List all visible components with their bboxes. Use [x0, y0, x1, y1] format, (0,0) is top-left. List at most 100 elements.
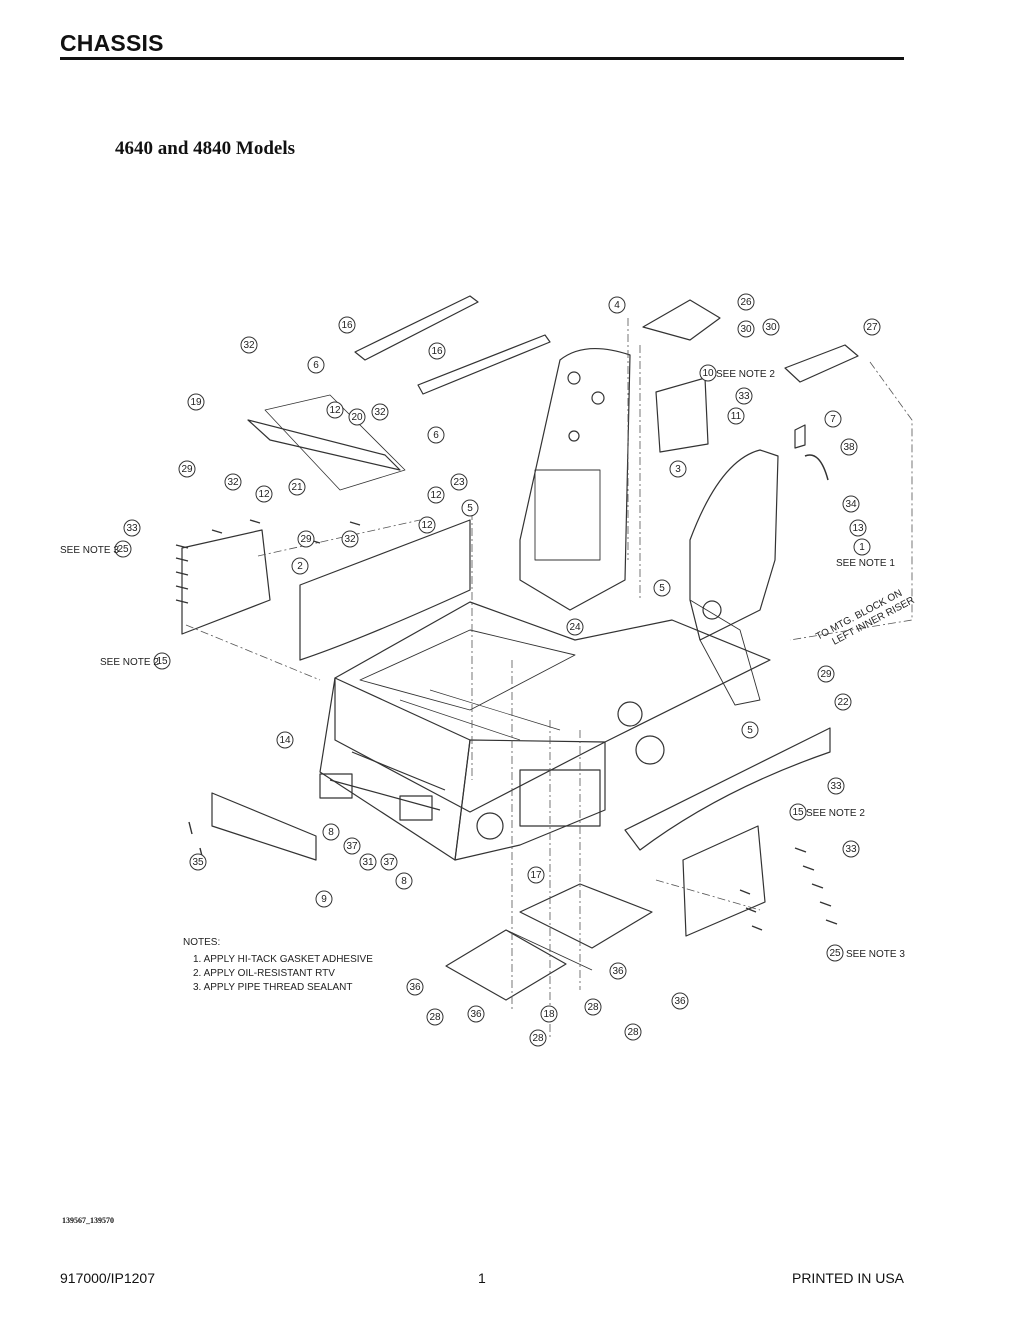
callout-number: 32 — [243, 340, 255, 351]
footer-doc-number: 917000/IP1207 — [60, 1270, 155, 1286]
callout-circle — [529, 1029, 547, 1047]
callout-number: 4 — [614, 300, 620, 311]
callout-number: 37 — [346, 841, 358, 852]
callout-number: 29 — [300, 534, 312, 545]
callout-circle — [762, 318, 780, 336]
callout-14: 14 — [276, 731, 294, 749]
footer-page-number: 1 — [478, 1270, 486, 1286]
note-label: SEE NOTE 1 — [836, 558, 895, 569]
note-item: 3. APPLY PIPE THREAD SEALANT — [193, 982, 353, 993]
callout-number: 36 — [674, 996, 686, 1007]
notes-heading: NOTES: — [183, 937, 221, 948]
callout-number: 27 — [866, 322, 878, 333]
callout-number: 11 — [731, 411, 742, 422]
callout-31: 31 — [359, 853, 377, 871]
callout-number: 6 — [433, 430, 439, 441]
callout-number: 15 — [792, 807, 804, 818]
callout-circle — [671, 992, 689, 1010]
note-item: 2. APPLY OIL-RESISTANT RTV — [193, 968, 335, 979]
callout-3: 3 — [669, 460, 687, 478]
callout-circle — [322, 823, 340, 841]
callout-number: 14 — [279, 735, 291, 746]
callout-circle — [187, 393, 205, 411]
callout-11: 11 — [727, 407, 745, 425]
callout-circle — [326, 401, 344, 419]
callout-circle — [315, 890, 333, 908]
callout-circle — [380, 853, 398, 871]
callout-number: 19 — [190, 397, 202, 408]
callout-number: 9 — [321, 894, 327, 905]
callout-circle — [348, 408, 366, 426]
callout-number: 38 — [843, 442, 855, 453]
callout-36: 36 — [467, 1005, 485, 1023]
callout-circle — [426, 1008, 444, 1026]
note-item: 1. APPLY HI-TACK GASKET ADHESIVE — [193, 954, 373, 965]
callout-number: 3 — [675, 464, 681, 475]
callout-circle — [527, 866, 545, 884]
callout-number: 35 — [192, 857, 204, 868]
callout-circle — [291, 557, 309, 575]
callout-36: 36 — [406, 978, 424, 996]
upper-rail-16b — [417, 334, 551, 395]
callout-number: 36 — [612, 966, 624, 977]
callout-circle — [609, 962, 627, 980]
callout-29: 29 — [297, 530, 315, 548]
callout-circle — [338, 316, 356, 334]
callout-28: 28 — [584, 998, 602, 1016]
callout-circle — [741, 721, 759, 739]
callout-circle — [123, 519, 141, 537]
callout-number: 30 — [765, 322, 777, 333]
callout-circle — [343, 837, 361, 855]
callout-circle — [341, 530, 359, 548]
callout-32: 32 — [371, 403, 389, 421]
callout-10: 10 — [699, 364, 717, 382]
assembly-guide-lines — [185, 318, 913, 1040]
callout-number: 12 — [258, 489, 270, 500]
callout-circle — [178, 460, 196, 478]
callout-number: 25 — [117, 544, 129, 555]
callout-circle — [153, 652, 171, 670]
callout-circle — [427, 426, 445, 444]
callout-circle — [450, 473, 468, 491]
callout-circle — [624, 1023, 642, 1041]
callout-circle — [653, 579, 671, 597]
callout-number: 32 — [374, 407, 386, 418]
callout-circle — [288, 478, 306, 496]
mount-note: TO MTG. BLOCK ON LEFT INNER RISER — [814, 588, 916, 648]
callout-number: 28 — [627, 1027, 639, 1038]
callout-30: 30 — [762, 318, 780, 336]
callout-number: 13 — [852, 523, 864, 534]
notes-list: 1. APPLY HI-TACK GASKET ADHESIVE 2. APPL… — [183, 953, 373, 995]
callout-circle — [789, 803, 807, 821]
callout-circle — [297, 530, 315, 548]
floor-plate-17 — [519, 883, 653, 949]
callout-32: 32 — [240, 336, 258, 354]
callout-number: 21 — [291, 482, 303, 493]
callout-circle — [307, 356, 325, 374]
callout-circle — [834, 693, 852, 711]
note-label: SEE NOTE 3 — [60, 545, 119, 556]
callout-33: 33 — [842, 840, 860, 858]
callout-circle — [114, 540, 132, 558]
callout-36: 36 — [609, 962, 627, 980]
callout-number: 10 — [702, 368, 714, 379]
callout-22: 22 — [834, 693, 852, 711]
callout-circle — [276, 731, 294, 749]
footer-printed: PRINTED IN USA — [791, 1270, 904, 1286]
hydraulic-plate — [655, 377, 709, 453]
callout-32: 32 — [341, 530, 359, 548]
callout-number: 7 — [830, 414, 836, 425]
callout-12: 12 — [427, 486, 445, 504]
callout-9: 9 — [315, 890, 333, 908]
callout-number: 22 — [837, 697, 849, 708]
callout-circle — [737, 320, 755, 338]
callout-16: 16 — [428, 342, 446, 360]
callout-number: 36 — [470, 1009, 482, 1020]
callout-15: 15 — [153, 652, 171, 670]
left-riser — [519, 347, 631, 611]
callout-number: 36 — [409, 982, 421, 993]
callout-12: 12 — [418, 516, 436, 534]
callout-circle — [827, 777, 845, 795]
page-title: CHASSIS — [60, 30, 164, 56]
callout-26: 26 — [737, 293, 755, 311]
